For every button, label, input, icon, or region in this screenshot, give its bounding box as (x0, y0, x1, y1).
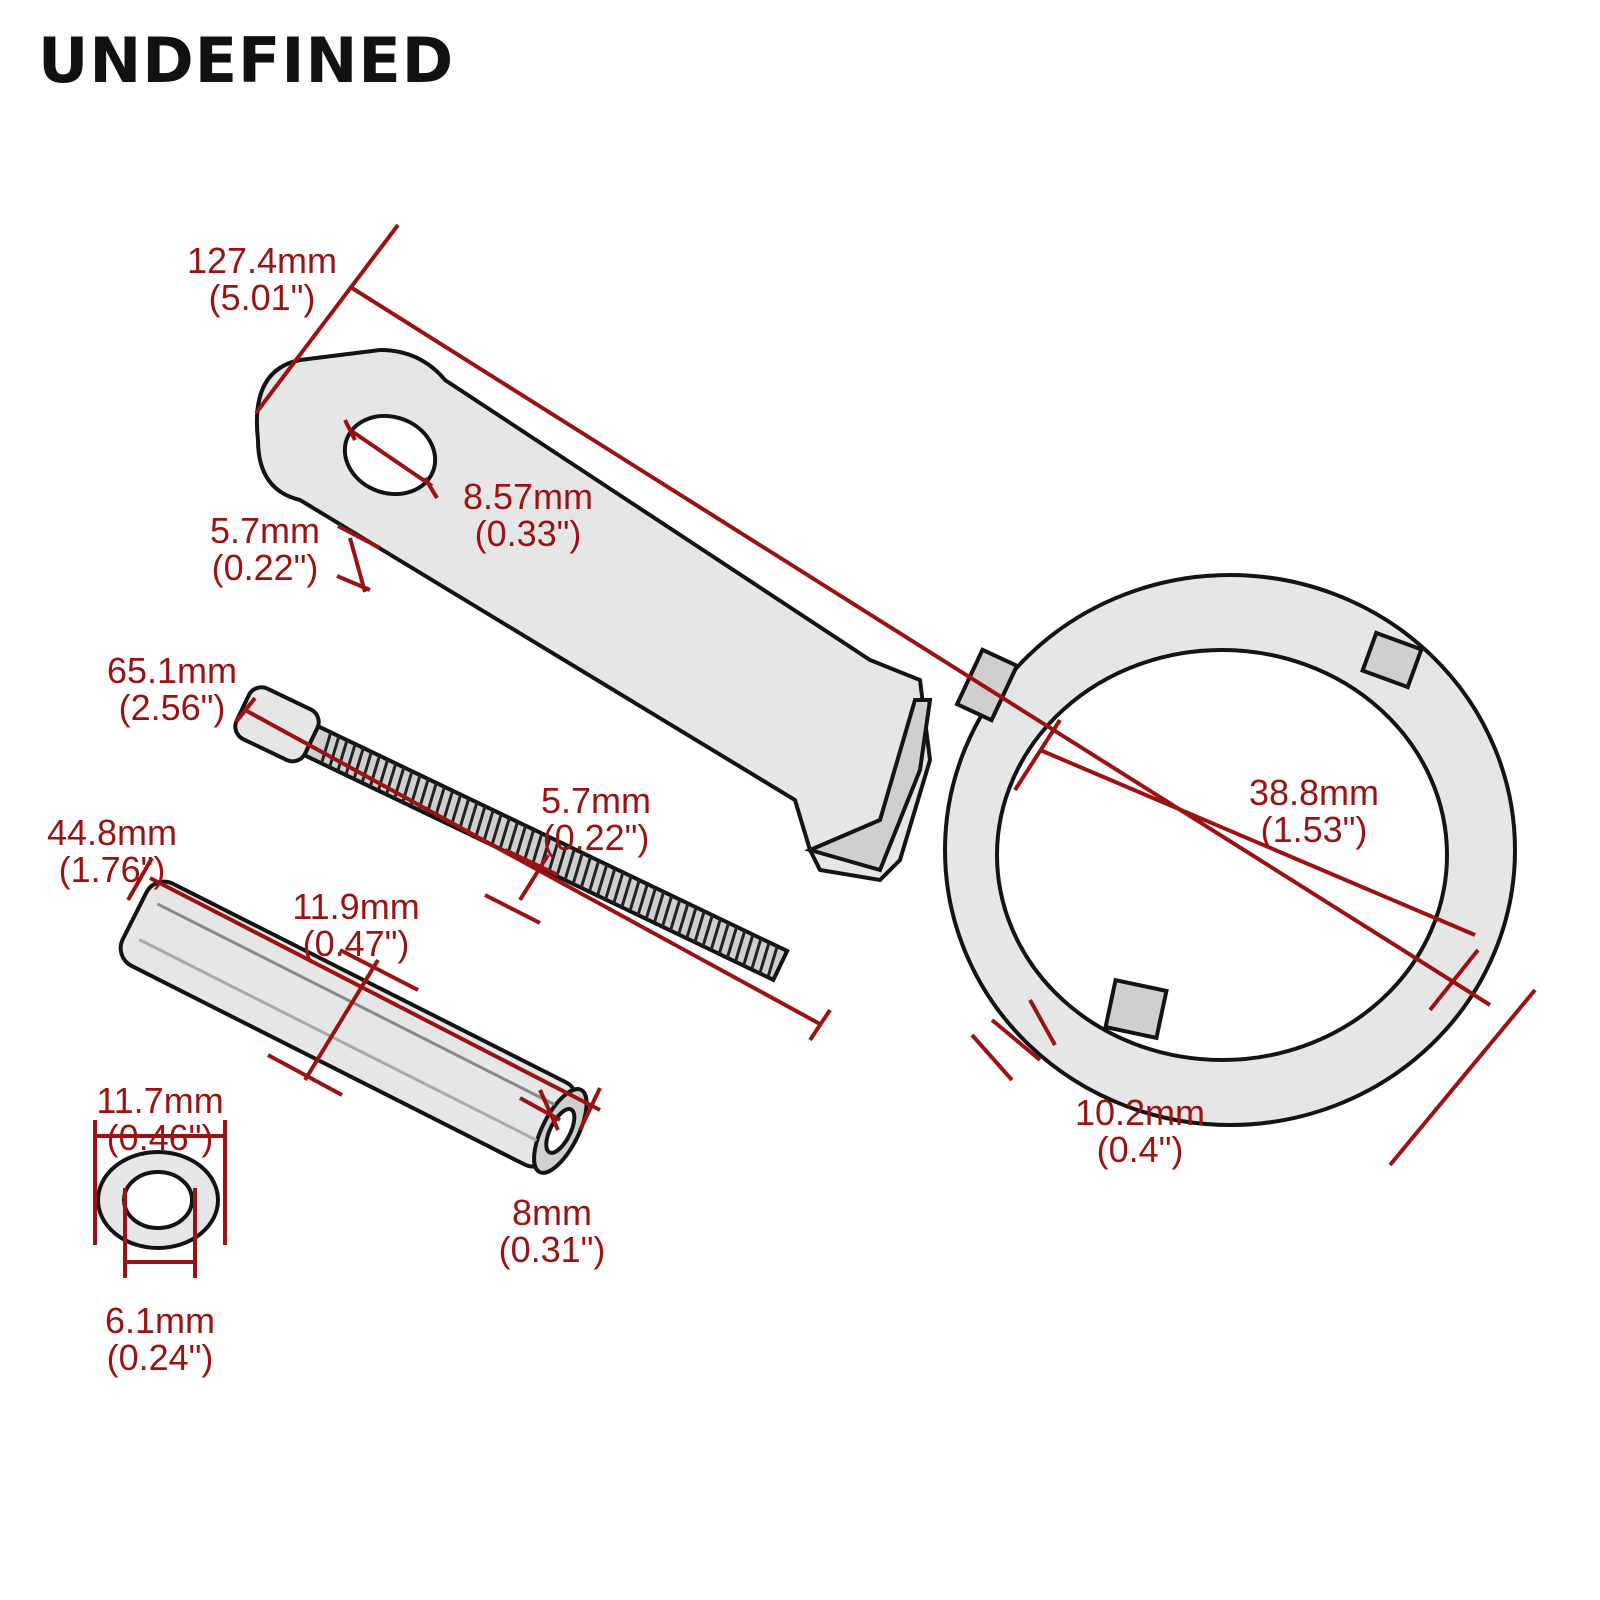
dim-line-bolt-diameter (504, 848, 559, 877)
washer (96, 1150, 220, 1250)
dim-line-thickness (337, 524, 381, 550)
dim-inch: (0.4") (1096, 1129, 1184, 1170)
dim-mm: 11.7mm (96, 1080, 224, 1121)
dim-mm: 8mm (511, 1192, 592, 1233)
spacer-tube (118, 879, 589, 1175)
brand-logo: UNDEFINED (38, 24, 455, 97)
dim-inch: (0.24") (106, 1337, 214, 1378)
dim-label-washer-outer: 11.7mm (0.46") (96, 1082, 223, 1156)
dim-mm: 65.1mm (106, 650, 238, 691)
dim-label-bracket-length: 127.4mm (5.01") (187, 242, 337, 316)
dim-inch: (1.53") (1260, 809, 1368, 850)
dim-label-washer-inner: 6.1mm (0.24") (105, 1302, 215, 1376)
dim-inch: (0.22") (211, 547, 319, 588)
dim-line-hole (348, 428, 434, 488)
dim-mm: 38.8mm (1248, 772, 1380, 813)
dim-label-spacer-bore: 8mm (0.31") (499, 1194, 606, 1268)
dim-line-bolt-length (244, 708, 821, 1026)
clamp-ring (943, 573, 1517, 1127)
dim-inch: (2.56") (118, 687, 226, 728)
dim-mm: 5.7mm (540, 780, 652, 821)
dim-inch: (1.76") (58, 849, 166, 890)
dim-mm: 127.4mm (186, 240, 338, 281)
dim-inch: (0.47") (302, 923, 410, 964)
dim-mm: 11.9mm (292, 886, 420, 927)
dim-mm: 44.8mm (46, 812, 178, 853)
dim-label-spacer-diameter: 11.9mm (0.47") (292, 888, 419, 962)
dim-label-ring-diameter: 38.8mm (1.53") (1249, 774, 1379, 848)
dim-inch: (0.22") (542, 817, 650, 858)
dim-label-ring-width: 10.2mm (0.4") (1075, 1094, 1205, 1168)
dim-label-bracket-thickness: 5.7mm (0.22") (210, 512, 320, 586)
dim-mm: 10.2mm (1074, 1092, 1206, 1133)
dim-line-spacer-diameter (303, 958, 380, 1082)
dim-line-ring-diameter (1039, 748, 1476, 937)
dim-label-hole-diameter: 8.57mm (0.33") (463, 478, 593, 552)
dim-label-spacer-length: 44.8mm (1.76") (47, 814, 177, 888)
dim-label-bolt-length: 65.1mm (2.56") (107, 652, 237, 726)
dim-mm: 6.1mm (104, 1300, 216, 1341)
dim-line-spacer-bore (538, 1089, 560, 1131)
dim-inch: (0.46") (106, 1117, 214, 1158)
dimension-lines (93, 223, 1537, 1278)
dim-mm: 5.7mm (209, 510, 321, 551)
dim-mm: 8.57mm (462, 476, 594, 517)
dim-inch: (0.33") (474, 513, 582, 554)
dim-line-spacer-length (149, 876, 601, 1112)
dim-line-bracket-length (350, 286, 1492, 1007)
dim-label-bolt-diameter: 5.7mm (0.22") (541, 782, 651, 856)
dim-inch: (0.31") (498, 1229, 606, 1270)
dim-line-ring-width (990, 1018, 1042, 1062)
dim-inch: (5.01") (208, 277, 316, 318)
